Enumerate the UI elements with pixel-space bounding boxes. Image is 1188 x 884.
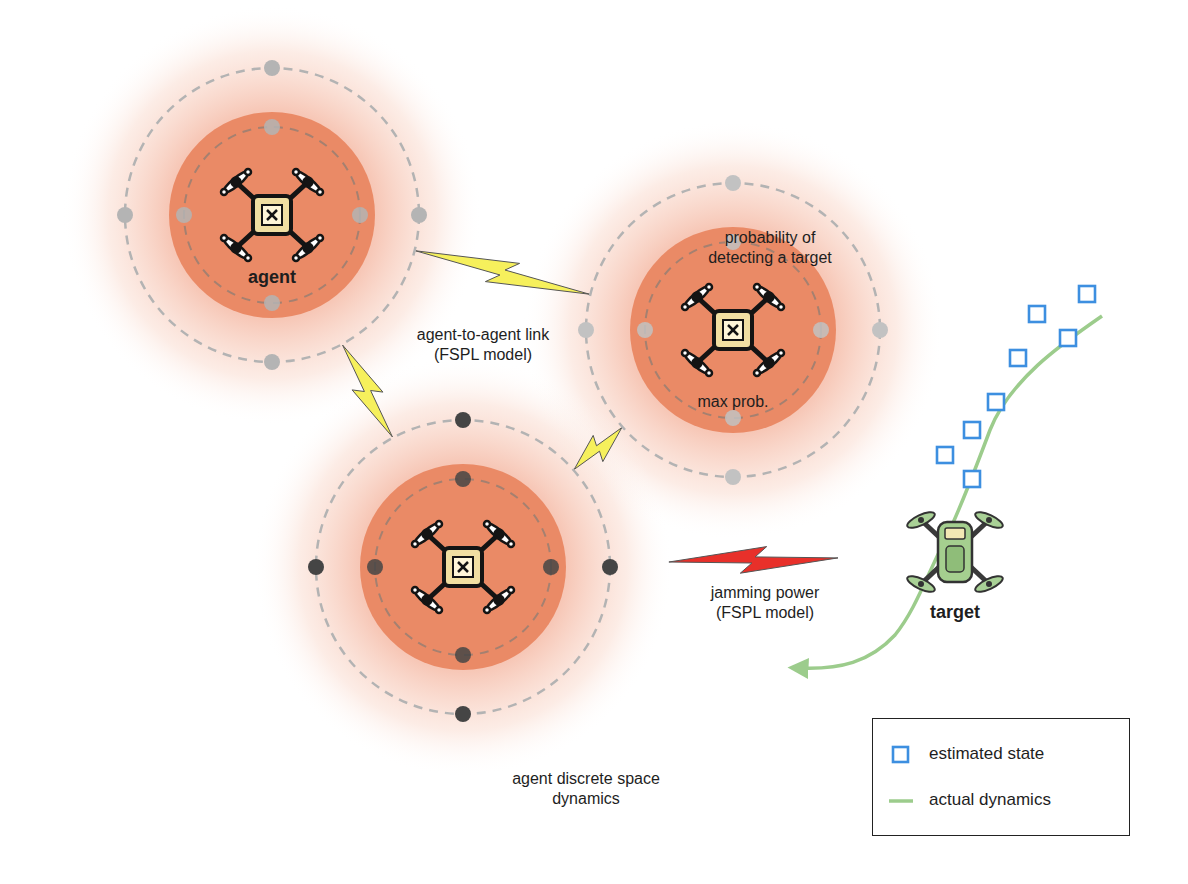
jamming-bolt — [669, 547, 838, 574]
link-label: agent-to-agent link (FSPL model) — [398, 325, 568, 365]
max-prob-label: max prob. — [678, 392, 788, 412]
legend-text: estimated state — [929, 744, 1044, 764]
detection-note: probability of detecting a target — [695, 228, 845, 268]
agent-circle: agent discrete space dynamics — [360, 464, 566, 670]
link-label: jamming power (FSPL model) — [695, 583, 835, 623]
link-bolt — [343, 345, 393, 437]
legend-box: estimated state actual dynamics — [872, 718, 1130, 836]
legend-text: actual dynamics — [929, 790, 1051, 810]
target-label: target — [905, 601, 1005, 624]
agent-disc — [169, 112, 375, 318]
agent-circle: agent — [169, 112, 375, 318]
actual-dynamics-swatch — [889, 789, 913, 813]
estimated-state-swatch — [889, 743, 913, 767]
agent-dynamics-label: agent discrete space dynamics — [486, 769, 686, 809]
link-bolt — [574, 428, 622, 470]
link-bolt — [416, 251, 590, 294]
agent-label: agent — [212, 266, 332, 289]
agent-disc — [360, 464, 566, 670]
agent-circle: probability of detecting a targetmax pro… — [630, 227, 836, 433]
target-drone: target — [885, 485, 1025, 625]
